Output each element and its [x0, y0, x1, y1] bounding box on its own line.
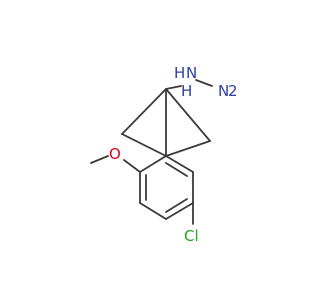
atom-hydrazine-h2: 2 [228, 82, 238, 100]
bond-cage-right-top [165, 88, 211, 142]
bond-ring-c6-c1 [139, 155, 167, 173]
atom-hydrazine-n-upper: N [186, 64, 197, 82]
bond-cage-bottom-right [165, 140, 211, 157]
bond-ring-c2-c3 [139, 202, 167, 220]
atom-hydrazine-h-upper: H [174, 64, 185, 82]
bond-ring-c3-c4 [165, 202, 194, 220]
atom-hydrazine-n-lower: N [218, 82, 229, 100]
bond-cage-left-top [121, 88, 167, 135]
bond-ring-c3-c4-inner [165, 198, 188, 213]
bonds [90, 79, 213, 225]
atom-methoxy-oxygen: O [109, 145, 121, 163]
atom-labels: H N H N 2 O Cl [109, 64, 238, 245]
bond-nitrogen-nitrogen [195, 79, 213, 87]
molecule-structure: H N H N 2 O Cl [90, 64, 238, 245]
bond-methyl-oxygen [90, 155, 109, 164]
atom-chlorine: Cl [184, 227, 199, 245]
bond-cage-nitrogen [165, 85, 182, 90]
bond-oxygen-ring [123, 159, 141, 173]
bond-ring-c5-c6-inner [165, 162, 188, 177]
bond-cage-bottom-left [121, 133, 167, 157]
bond-ring-c5-c6 [165, 155, 194, 173]
atom-hydrazine-h-lower: H [181, 82, 192, 100]
